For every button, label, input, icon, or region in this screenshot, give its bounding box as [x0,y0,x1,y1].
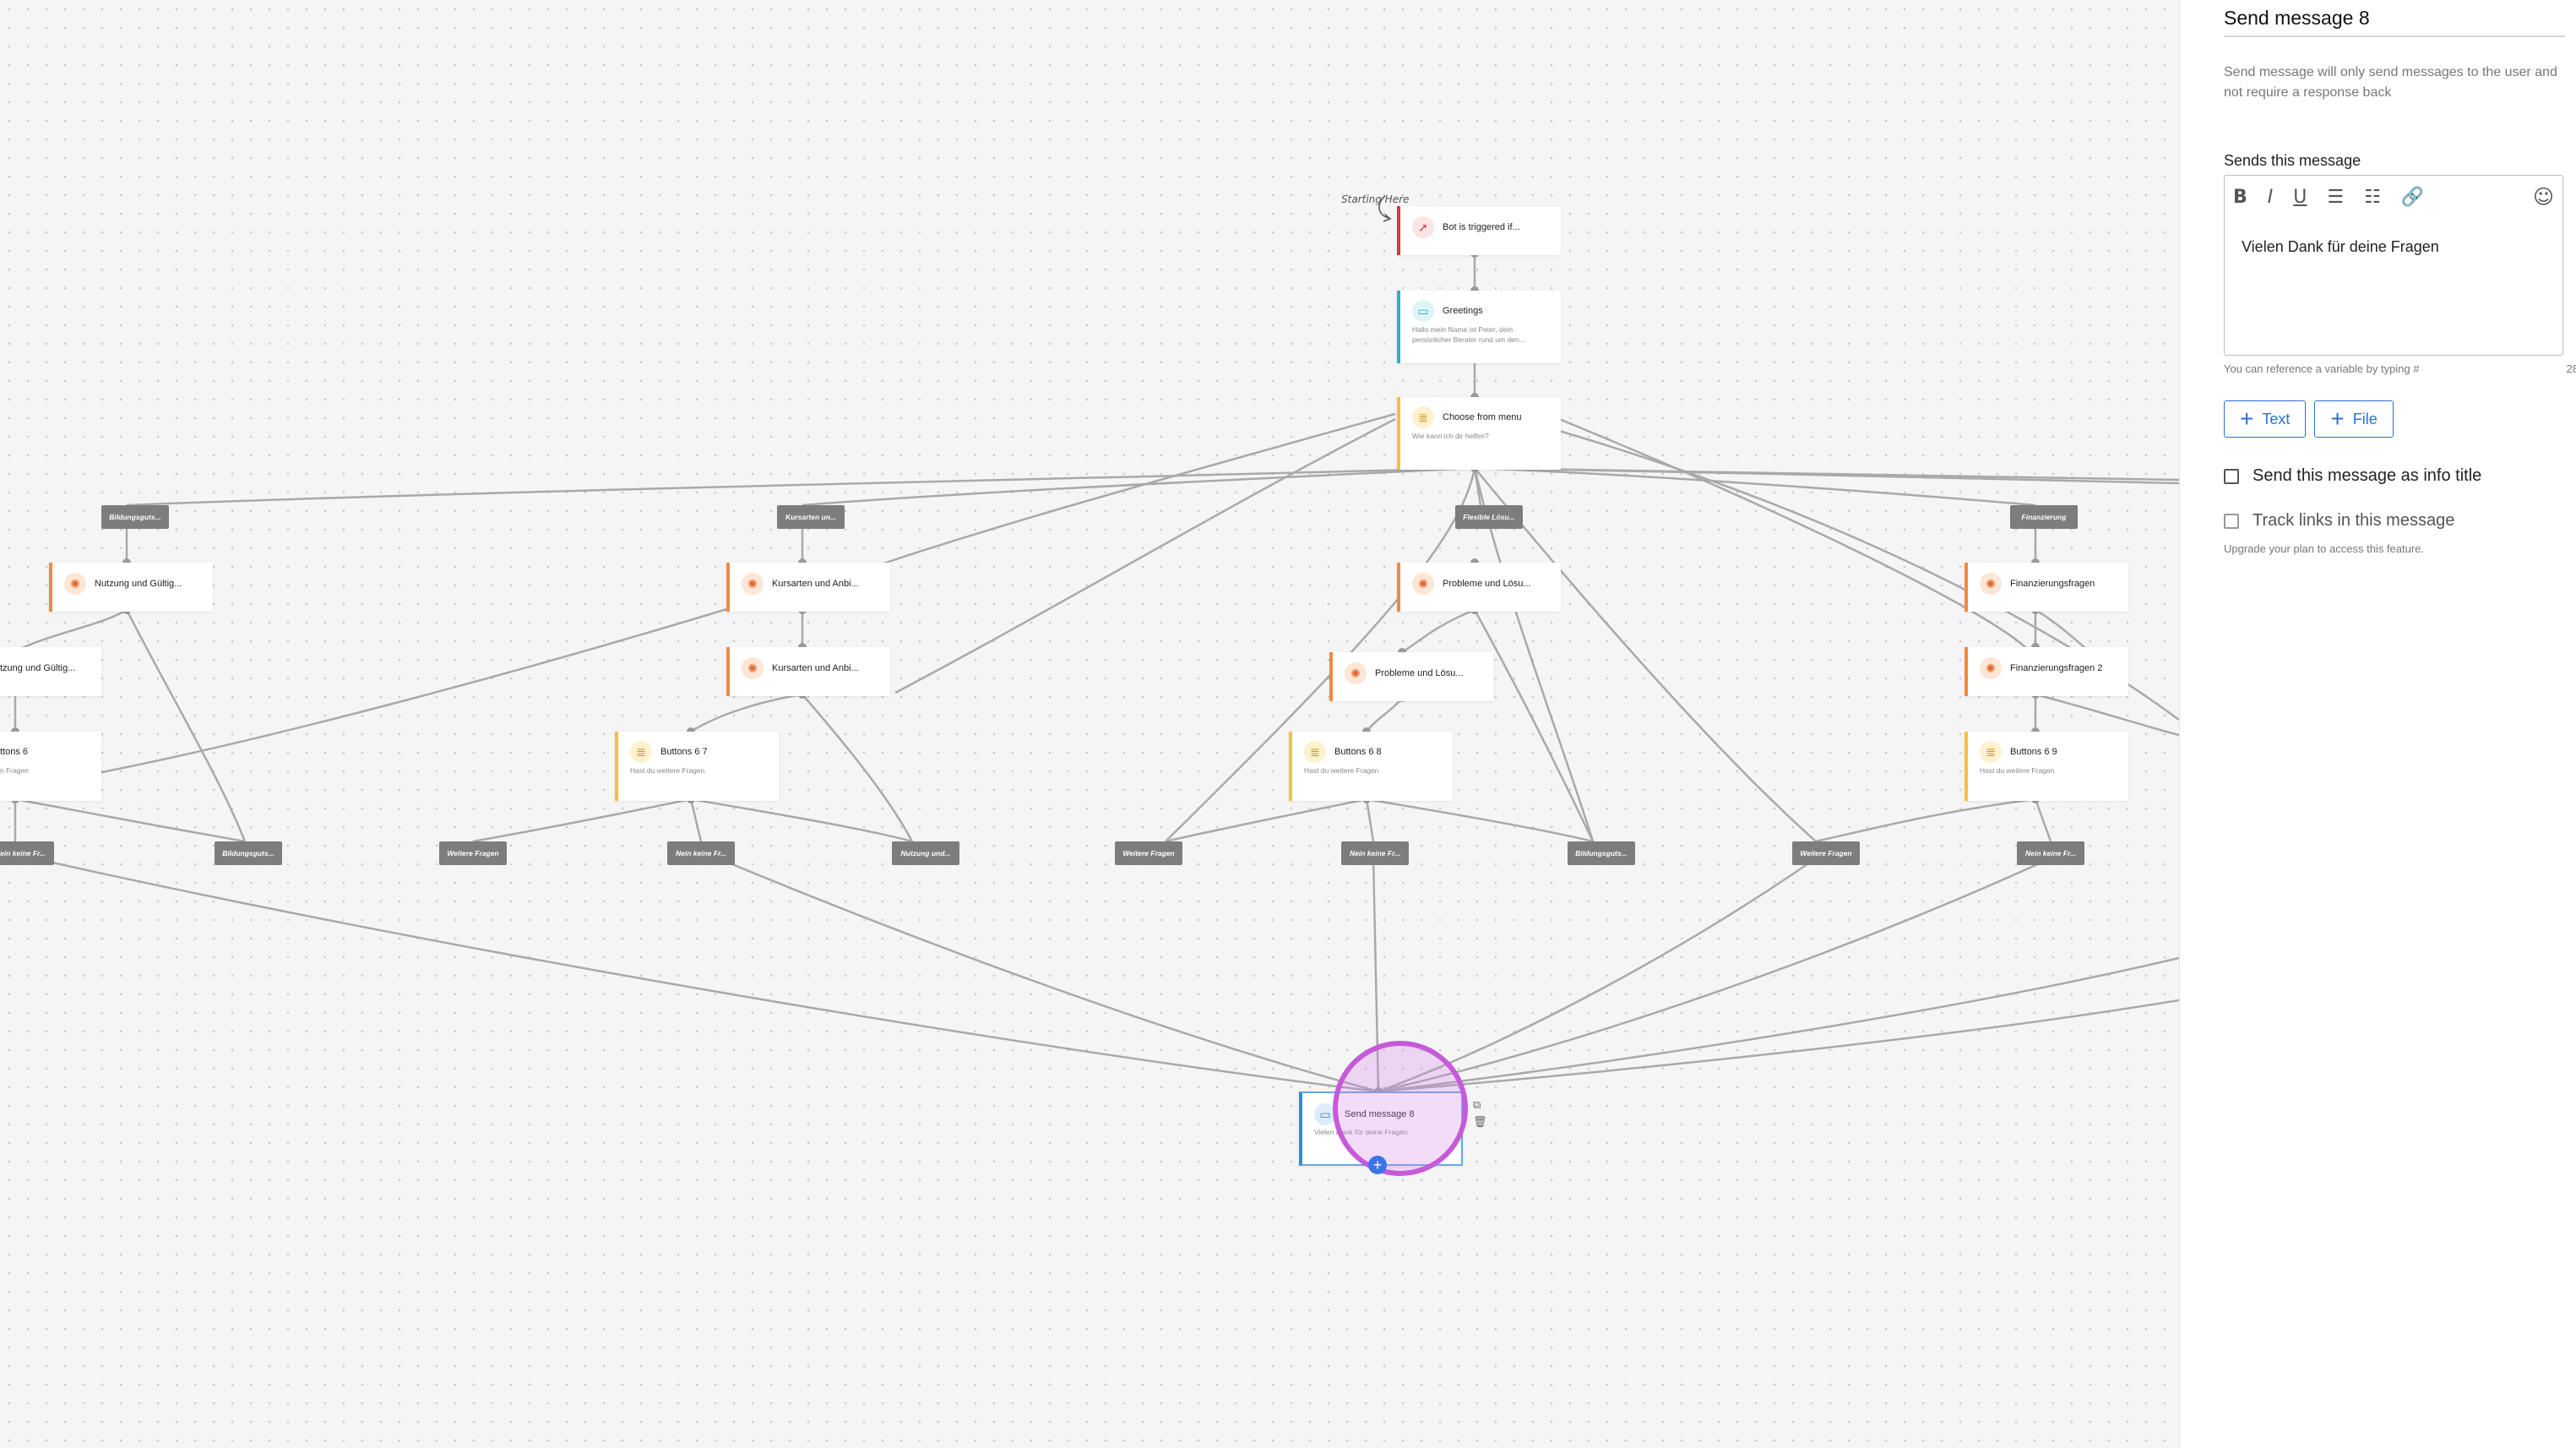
plus-icon: + [2330,406,2345,432]
tag-b69-weitere[interactable]: Weitere Fragen [1792,841,1860,865]
tag-b68-weitere[interactable]: Weitere Fragen [1115,841,1182,865]
bold-icon[interactable]: B [2233,186,2247,208]
brain-icon: ✺ [1980,657,2002,679]
brain-icon: ✺ [1345,662,1367,684]
brain-icon: ✺ [64,573,86,595]
bullet-list-icon[interactable]: ☰ [2327,186,2345,208]
node-probleme-1[interactable]: ✺Probleme und Lösu... [1397,563,1561,612]
list-icon: ≣ [630,741,652,763]
tag-menu-fin[interactable]: Finanzierung [2010,505,2078,529]
brain-icon: ✺ [742,573,764,595]
tag-menu-kurs[interactable]: Kursarten un... [777,505,845,529]
node-probleme-2[interactable]: ✺Probleme und Lösu... [1329,652,1493,701]
tag-b67-nutzung[interactable]: Nutzung und... [892,841,959,865]
node-buttons-6-9[interactable]: ≣Buttons 6 9 Hast du weitere Fragen [1965,732,2128,801]
tag-b6-bildung[interactable]: Bildungsguts... [215,841,282,865]
tag-b67-weitere[interactable]: Weitere Fragen [439,841,507,865]
track-links-option[interactable]: Track links in this message [2224,511,2576,531]
flow-canvas[interactable]: Starting Here ➚Bot is triggered if... ▭G… [0,0,2179,1448]
node-buttons-6-7[interactable]: ≣Buttons 6 7 Hast du weitere Fragen [615,732,779,801]
emoji-icon[interactable]: ☺ [2532,185,2554,209]
add-file-button[interactable]: +File [2314,400,2394,438]
panel-description: Send message will only send messages to … [2224,65,2557,100]
message-editor[interactable]: B I U ☰ ☷ 🔗 ☺ Vielen Dank für deine Frag… [2224,175,2563,356]
node-kurs-1[interactable]: ✺Kursarten und Anbi... [726,563,890,612]
node-choose-from-menu[interactable]: ≣Choose from menu Wie kann ich dir helfe… [1397,397,1561,470]
link-icon[interactable]: 🔗 [2400,186,2425,208]
starting-annotation: Starting Here [1341,193,1410,205]
tag-b6-nein[interactable]: Nein keine Fr... [0,841,54,865]
sends-label: Sends this message [2224,152,2361,169]
node-greetings[interactable]: ▭Greetings Hallo mein Name ist Peter, de… [1397,291,1561,363]
list-icon: ≣ [1980,741,2002,763]
underline-icon[interactable]: U [2293,186,2307,208]
editor-toolbar: B I U ☰ ☷ 🔗 ☺ [2225,176,2562,218]
node-kurs-2[interactable]: ✺Kursarten und Anbi... [726,647,890,696]
copy-icon[interactable]: ⧉ [1473,1098,1481,1111]
node-buttons-6-8[interactable]: ≣Buttons 6 8 Hast du weitere Fragen [1289,732,1453,801]
track-links-checkbox[interactable] [2224,513,2239,529]
add-text-button[interactable]: +Text [2224,400,2307,438]
plus-icon: + [2240,406,2254,432]
brain-icon: ✺ [742,657,764,679]
node-nutzung-1[interactable]: ✺Nutzung und Gültig... [49,563,213,612]
list-icon: ≣ [1304,741,1326,763]
italic-icon[interactable]: I [2267,186,2274,208]
message-text[interactable]: Vielen Dank für deine Fragen [2242,238,2439,255]
brain-icon: ✺ [1412,573,1434,595]
tag-b69-nein[interactable]: Nein keine Fr... [2017,841,2084,865]
variable-hint: You can reference a variable by typing # [2224,362,2420,375]
upgrade-note: Upgrade your plan to access this feature… [2224,542,2425,555]
node-nutzung-2[interactable]: tzung und Gültig... [0,647,101,696]
connection-lines [11,195,2179,1096]
node-finanzierung-1[interactable]: ✺Finanzierungsfragen [1965,563,2128,612]
panel-title[interactable]: Send message 8 [2224,0,2565,37]
info-title-option[interactable]: Send this message as info title [2224,466,2576,486]
numbered-list-icon[interactable]: ☷ [2364,186,2381,208]
char-counter: 28 [2566,362,2576,375]
node-finanzierung-2[interactable]: ✺Finanzierungsfragen 2 [1965,647,2128,696]
node-bot-trigger[interactable]: ➚Bot is triggered if... [1397,206,1561,255]
selection-highlight [1333,1041,1468,1176]
trash-icon[interactable]: 🗑 [1473,1115,1487,1128]
node-buttons-6[interactable]: ttons 6 n Fragen [0,732,101,801]
tag-menu-flex[interactable]: Flexible Lösu... [1455,505,1523,529]
tag-menu-bildung[interactable]: Bildungsguts... [101,505,169,529]
properties-panel: Send message 8 Send message will only se… [2179,0,2576,1448]
brain-icon: ✺ [1980,573,2002,595]
list-icon: ≣ [1412,406,1434,428]
tag-b68-bildung[interactable]: Bildungsguts... [1568,841,1635,865]
chat-icon: ▭ [1412,300,1434,322]
info-title-checkbox[interactable] [2224,468,2239,484]
chat-icon: ▭ [1314,1103,1336,1125]
tag-b67-nein[interactable]: Nein keine Fr... [667,841,735,865]
cursor-icon: ➚ [1412,216,1434,238]
add-step-icon[interactable]: + [1368,1156,1387,1174]
tag-b68-nein[interactable]: Nein keine Fr... [1341,841,1409,865]
